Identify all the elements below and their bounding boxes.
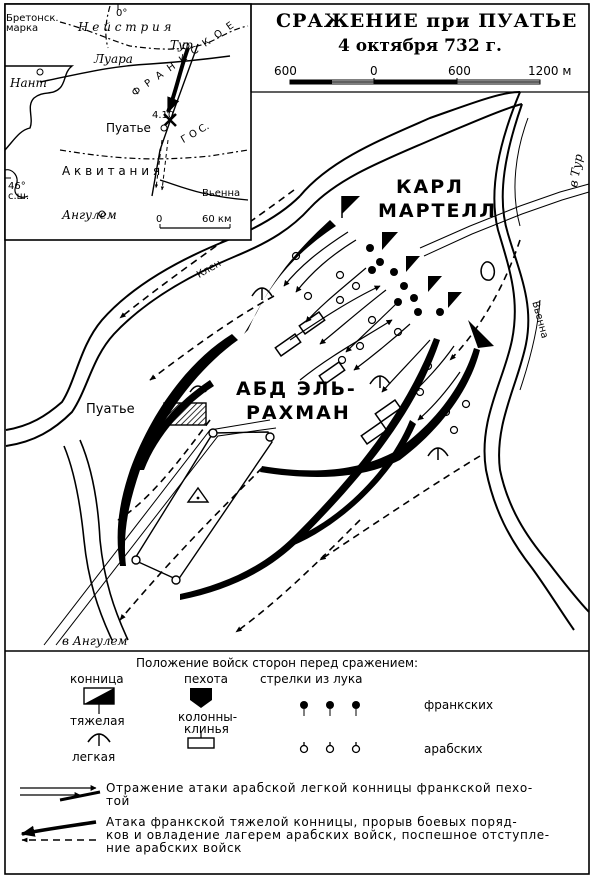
arc-icon [87,733,111,746]
clain-tributary [63,445,113,641]
legend-heading: Положение войск сторон перед сражением: [136,656,419,670]
legend-light: легкая [72,750,116,764]
inset-label-tours: Тур [170,38,193,52]
legend-archers: стрелки из лука [260,672,363,686]
legend-repulse-2: той [106,794,130,808]
legend-attack-3: ние арабских войск [106,841,242,855]
filled-dot-icon [300,701,360,716]
scale-tick: 0 [370,64,378,78]
label-to-angouleme: в Ангулем [62,634,128,648]
hollow-dot-icon [299,742,361,754]
column-rect-icon [187,732,215,749]
legend-attack-2: ков и овладение лагерем арабских войск, … [106,828,550,842]
clain-river-bank-b [5,207,311,447]
legend-columns-2: клинья [184,722,229,736]
vienne-hatching [514,117,541,391]
clain-river-bank-a [5,195,301,431]
scale-tick: 600 [274,64,297,78]
scale-tick: 1200 м [528,64,572,78]
legend-arab: арабских [424,742,483,756]
legend-attack-1: Атака франкской тяжелой конницы, прорыв … [106,815,518,829]
inset-label-nantes: Нант [10,76,47,90]
arab-columns [274,310,402,446]
inset-label-aquitaine: А к в и т а н и я [62,164,161,178]
inset-label-loire: Луара [94,52,133,66]
inset-label-angouleme: Ангулем [62,208,117,222]
inset-map [4,3,252,241]
light-cavalry-arcs [189,287,449,460]
legend-symbols [20,687,361,843]
inset-label-date: 4.10 [152,110,175,121]
inset-scale-60: 60 км [202,214,232,225]
inset-label-latitude: 46° с.ш. [8,181,30,202]
frankish-archers [366,244,444,316]
legend-attack-arrows [20,820,97,843]
vienne-upper-b [309,103,523,209]
arab-camp [132,431,273,581]
flag-icon [83,687,115,714]
inset-label-breton-march: Бретонск. марка [6,13,59,34]
vienne-river-a [483,91,575,631]
legend-columns-1: колонны- [178,710,238,724]
legend-repulse-arrows [20,785,101,802]
inset-label-vienne: Вьенна [202,188,241,199]
repulse-arrows [283,231,461,421]
road-tours-b [423,191,590,257]
scale-tick: 600 [448,64,471,78]
river-island [480,261,496,281]
legend-frankish: франкских [424,698,494,712]
legend-heavy: тяжелая [70,714,125,728]
road-angouleme-a [43,419,271,646]
legend-repulse-1: Отражение атаки арабской легкой конницы … [106,781,533,795]
map-title: СРАЖЕНИЕ при ПУАТЬЕ [276,10,578,32]
pentagon-icon [190,688,212,708]
outer-frame [4,3,590,875]
inset-label-neustria: Н е й с т р и я [78,20,172,34]
main-map [5,91,590,646]
label-karl: КАРЛ [396,176,464,198]
arab-retreat-arrows [117,189,521,633]
map-date: 4 октября 732 г. [338,36,502,56]
inset-label-longitude: 0° [116,8,128,19]
road-tours-a [419,183,590,249]
label-martell: МАРТЕЛЛ [378,200,498,222]
vienne-upper-a [299,91,521,197]
label-poitiers: Пуатье [86,402,135,417]
label-rahman: РАХМАН [246,402,351,424]
label-abd: АБД ЭЛЬ- [236,378,357,400]
frankish-attack-arrows [117,220,480,600]
frankish-heavy-cavalry [341,196,494,348]
inset-scale-zero: 0 [156,214,163,225]
legend-infantry: пехота [184,672,229,686]
legend-cavalry: конница [70,672,124,686]
title-box [250,4,589,93]
clain-tributary-b [79,439,129,641]
inset-label-poitiers: Пуатье [106,121,151,135]
road-angouleme-b [55,427,277,646]
tent-icon [186,486,210,503]
